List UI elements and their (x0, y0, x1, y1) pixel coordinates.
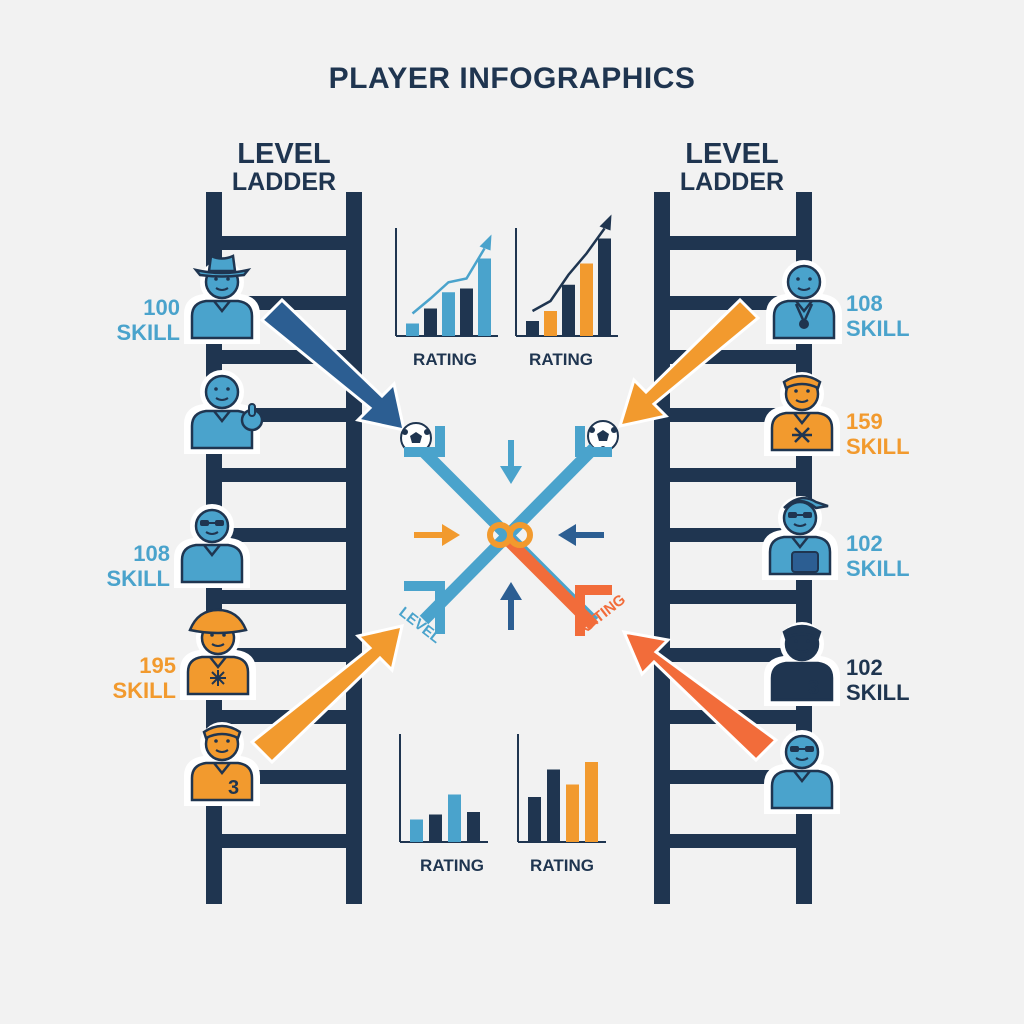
skill-word: SKILL (112, 677, 176, 703)
player-avatar-icon: 3 (764, 622, 840, 706)
skill-value: 108 (133, 541, 170, 566)
chart-bar (467, 812, 480, 842)
arrow-top-left (259, 297, 406, 432)
right-ladder-heading-line2: LADDER (679, 167, 785, 196)
right-player-3-skill: 102 SKILL (846, 531, 936, 581)
ladder-rung (654, 648, 812, 662)
right-ladder-heading-line1: LEVEL (685, 138, 779, 170)
mini-charts (395, 214, 618, 843)
ladder-rung (206, 834, 362, 848)
ladder-rung (654, 468, 812, 482)
chart-bar (598, 238, 611, 336)
arrow-right-icon (414, 524, 460, 546)
chart-bar (429, 814, 442, 842)
mini-bar-chart (395, 228, 498, 337)
skill-value: 102 (846, 655, 883, 680)
left-ladder-heading: LEVEL LADDER (204, 138, 364, 196)
page-title: PLAYER INFOGRAPHICS (328, 62, 696, 95)
player-avatar-icon (766, 260, 842, 344)
player-avatar-icon (180, 608, 256, 700)
left-ladder-heading-line1: LEVEL (237, 138, 331, 170)
ladder-rung (654, 236, 812, 250)
skill-word: SKILL (106, 565, 170, 591)
right-ladder-heading: LEVEL LADDER (652, 138, 812, 196)
trend-line (411, 247, 486, 315)
players: 33 (174, 254, 842, 814)
skill-value: 159 (846, 409, 883, 434)
skill-value: 195 (139, 653, 176, 678)
mini-bar-chart (515, 214, 618, 337)
player-avatar-icon (184, 370, 264, 454)
right-player-4-skill: 102 SKILL (846, 655, 936, 705)
mini-chart-label: RATING (530, 856, 594, 875)
trend-arrow-icon (599, 214, 612, 231)
chart-bar (460, 288, 473, 336)
player-avatar-icon (764, 372, 840, 456)
skill-value: 100 (143, 295, 180, 320)
left-ladder-heading-line2: LADDER (231, 167, 337, 196)
chart-bar (526, 321, 539, 336)
player-avatar-icon (762, 496, 838, 580)
svg-text:3: 3 (808, 677, 819, 699)
arrow-up-icon (500, 582, 522, 630)
chart-bar (566, 784, 579, 842)
left-player-1-skill: 100 SKILL (90, 295, 180, 345)
player-avatar-icon: 3 (184, 722, 260, 806)
skill-word: SKILL (846, 679, 910, 705)
chart-bar (580, 263, 593, 336)
mini-chart-label: RATING (420, 856, 484, 875)
left-player-4-skill: 195 SKILL (84, 653, 176, 703)
svg-text:3: 3 (228, 777, 239, 799)
chart-bar (585, 762, 598, 842)
skill-word: SKILL (846, 555, 910, 581)
player-avatar-icon (764, 730, 840, 814)
player-avatar-icon (174, 504, 250, 588)
center-convergence: LEVEL RATING (396, 426, 629, 647)
skill-value: 102 (846, 531, 883, 556)
chart-bar (544, 311, 557, 336)
player-avatar-icon (184, 254, 260, 344)
mini-chart-label: RATING (529, 350, 593, 369)
ladder-rung (206, 468, 362, 482)
skill-word: SKILL (846, 433, 910, 459)
chart-bar (547, 769, 560, 842)
trend-arrow-icon (479, 234, 492, 251)
mini-chart-label: RATING (413, 350, 477, 369)
skill-value: 108 (846, 291, 883, 316)
right-player-2-skill: 159 SKILL (846, 409, 936, 459)
ladder-rung (654, 834, 812, 848)
ladder-rung (206, 590, 362, 604)
chart-bar (478, 258, 491, 336)
arrow-top-right (617, 297, 761, 429)
chart-bar (406, 323, 419, 336)
mini-bar-chart (517, 734, 606, 843)
chart-bar (442, 292, 455, 336)
arrow-bottom-left (249, 624, 404, 765)
ladder-rung (654, 590, 812, 604)
chart-bar (562, 284, 575, 336)
ladder-rung (206, 236, 362, 250)
skill-word: SKILL (116, 319, 180, 345)
right-player-1-skill: 108 SKILL (846, 291, 936, 341)
trend-line (531, 227, 606, 313)
center-knot-icon (487, 522, 533, 548)
right-ladder (654, 192, 812, 904)
ladder-rung (206, 528, 362, 542)
left-player-3-skill: 108 SKILL (78, 541, 170, 591)
chart-bar (528, 797, 541, 842)
arrow-down-icon (500, 440, 522, 484)
chart-bar (448, 794, 461, 842)
chart-bar (424, 308, 437, 336)
mini-bar-chart (399, 734, 488, 843)
chart-bar (410, 819, 423, 842)
arrow-left-icon (558, 524, 604, 546)
arrow-bottom-right (621, 630, 779, 763)
skill-word: SKILL (846, 315, 910, 341)
